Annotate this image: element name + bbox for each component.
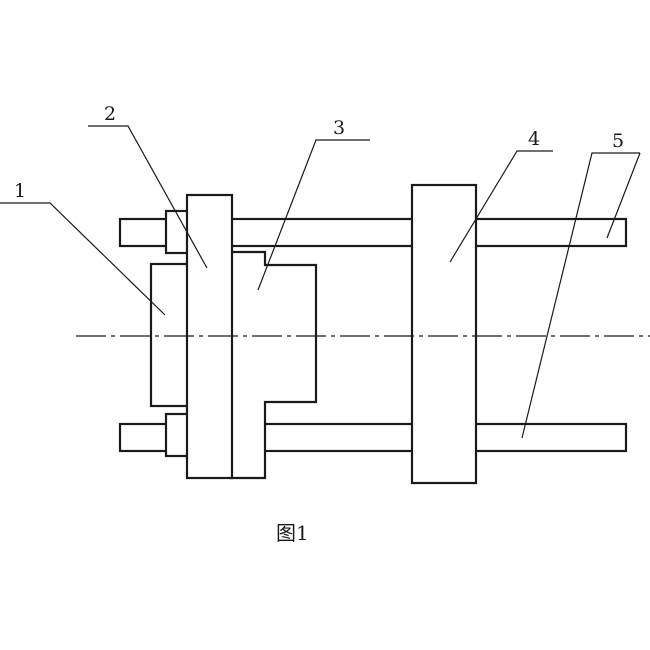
leader-line-5a: [521, 152, 640, 439]
leader-line-5b: [606, 152, 641, 239]
label-part-1: 1: [14, 180, 26, 202]
lower-nut: [164, 412, 190, 458]
label-part-2: 2: [104, 103, 116, 125]
leader-line-3: [257, 139, 370, 291]
part-3-mould: [228, 250, 318, 480]
leader-line-1: [0, 202, 166, 316]
figure-caption: 图1: [276, 521, 309, 545]
leader-line-2: [88, 125, 208, 269]
part-4-platen: [410, 183, 478, 485]
leader-line-4: [449, 150, 553, 263]
label-part-5: 5: [612, 130, 624, 152]
label-part-4: 4: [528, 128, 540, 150]
label-part-3: 3: [333, 117, 345, 139]
upper-nut: [164, 209, 190, 255]
part-1-block: [149, 262, 190, 408]
